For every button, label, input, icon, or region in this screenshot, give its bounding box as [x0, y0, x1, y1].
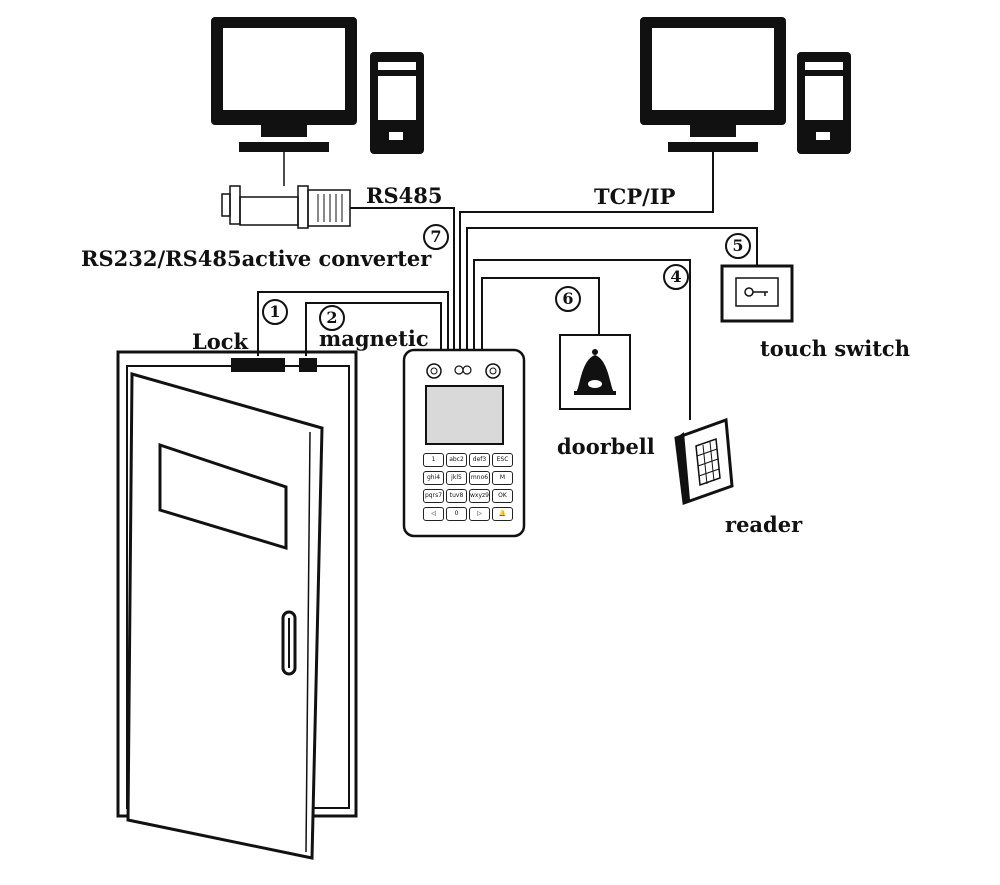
label-lock: Lock: [192, 329, 249, 354]
touch-switch-box: [720, 264, 794, 323]
terminal-camera-left: [426, 363, 442, 379]
converter-icon: [221, 151, 351, 229]
reader-body: [674, 417, 734, 506]
terminal-key[interactable]: M: [492, 471, 513, 485]
door-handle: [281, 610, 297, 676]
right-monitor-screen: [652, 28, 774, 110]
terminal-key[interactable]: ghi4: [423, 471, 444, 485]
door-window: [158, 442, 288, 551]
doorbell-device: [559, 334, 631, 410]
left-monitor-base: [239, 142, 329, 152]
terminal-key[interactable]: jkl5: [446, 471, 467, 485]
label-reader: reader: [725, 512, 803, 537]
circle-number-7: 7: [423, 224, 449, 250]
magnetic-sensor: [299, 358, 317, 372]
terminal-key[interactable]: 🔔: [492, 507, 513, 521]
left-computer: [211, 17, 424, 154]
terminal-key[interactable]: 0: [446, 507, 467, 521]
bell-icon: [576, 355, 614, 392]
label-tcpip: TCP/IP: [594, 184, 676, 209]
terminal-key[interactable]: OK: [492, 489, 513, 503]
circle-number-6: 6: [555, 286, 581, 312]
terminal-key[interactable]: def3: [469, 453, 490, 467]
right-monitor-base: [668, 142, 758, 152]
label-touch-switch: touch switch: [760, 336, 910, 361]
terminal-key[interactable]: pqrs7: [423, 489, 444, 503]
label-doorbell: doorbell: [557, 434, 655, 459]
terminal-key[interactable]: 1: [423, 453, 444, 467]
cables: [257, 151, 758, 420]
terminal-key[interactable]: abc2: [446, 453, 467, 467]
terminal-key[interactable]: ESC: [492, 453, 513, 467]
terminal-key[interactable]: tuv8: [446, 489, 467, 503]
terminal-camera-right: [485, 363, 501, 379]
right-computer: [640, 17, 851, 154]
terminal-key[interactable]: ▷: [469, 507, 490, 521]
reader-keypad: [695, 437, 721, 487]
doorbell-box: [559, 334, 631, 410]
terminal-key[interactable]: mno6: [469, 471, 490, 485]
circle-number-1: 1: [262, 299, 288, 325]
right-tower-power-icon: [816, 132, 830, 140]
door-panel: [126, 372, 324, 860]
lock-body: [231, 358, 285, 372]
terminal-key[interactable]: wxyz9: [469, 489, 490, 503]
door: [116, 350, 358, 860]
left-monitor-neck: [261, 123, 307, 137]
circle-number-4: 4: [663, 264, 689, 290]
circle-number-5: 5: [725, 233, 751, 259]
label-rs485: RS485: [366, 183, 443, 208]
left-tower-power-icon: [389, 132, 403, 140]
terminal-screen: [425, 385, 504, 445]
left-monitor-screen: [223, 28, 345, 110]
label-magnetic: magnetic: [319, 326, 429, 351]
reader-device: [674, 417, 734, 506]
terminal-key[interactable]: ◁: [423, 507, 444, 521]
right-monitor-neck: [690, 123, 736, 137]
circle-number-2: 2: [319, 305, 345, 331]
touch-switch-device: [720, 264, 794, 323]
label-converter: RS232/RS485active converter: [81, 246, 432, 271]
